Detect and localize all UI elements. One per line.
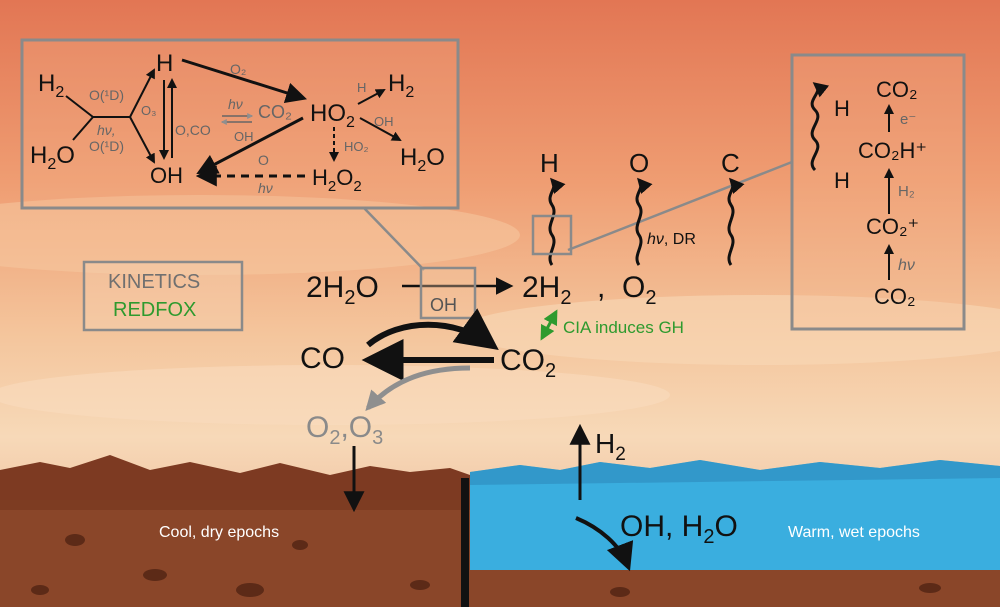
h2-right-species: H2 [388, 70, 414, 101]
h2o2-species: H2O2 [312, 165, 362, 195]
cia-double-arrow [540, 309, 558, 341]
two-h2o-label: 2H2O [306, 271, 379, 309]
dry-ground-edge [0, 500, 470, 510]
co2-label: CO2 [500, 344, 556, 382]
hv-mid-label: hν [228, 96, 243, 112]
o2-label: O2 [622, 271, 656, 309]
h2-reactant-label: H₂ [898, 183, 915, 200]
comma-separator: , [597, 271, 605, 304]
cloud-band [0, 195, 520, 275]
rock [410, 580, 430, 590]
link-line [72, 116, 94, 141]
h2-label: H2 [38, 70, 64, 101]
h2-outgassing-label: H2 [595, 428, 626, 465]
o1d-bottom-label: O(¹D) [89, 138, 124, 154]
h2o-label: H2O [30, 142, 75, 173]
cool-dry-label: Cool, dry epochs [159, 524, 279, 541]
ho2-species: HO2 [310, 100, 355, 131]
h-escape-zoom-box [531, 214, 573, 256]
c-escape-label: C [721, 148, 740, 178]
o-small-label: O [258, 152, 269, 168]
rock [143, 569, 167, 581]
arrow-ho2-to-oh [196, 116, 304, 174]
inset-connector [363, 207, 425, 271]
escape-wiggle-arrow [810, 82, 830, 172]
co2-mid-label: CO₂ [258, 102, 292, 122]
hv-right-label: hν [898, 257, 915, 274]
arrow-to-oh [129, 116, 155, 164]
epoch-divider [461, 478, 469, 607]
hv-left-label: hν, [97, 122, 116, 138]
co2-bottom: CO₂ [874, 284, 916, 309]
h-escape-wiggle [548, 177, 566, 266]
co2-plus: CO₂⁺ [866, 214, 919, 239]
warm-wet-label: Warm, wet epochs [788, 524, 920, 541]
cia-label: CIA induces GH [563, 318, 684, 337]
rock [919, 583, 941, 593]
inset-connector [567, 160, 793, 252]
hv-dr-label: hν, DR [647, 231, 696, 248]
o1d-top-label: O(¹D) [89, 87, 124, 103]
hv-bottom-label: hν [258, 180, 273, 196]
o2-label: O₂ [230, 61, 246, 77]
cloud-band [0, 365, 670, 425]
arrow-into-ocean [575, 516, 634, 572]
arrow-ho2-to-h2 [357, 89, 386, 105]
ocean-wave-crest [470, 460, 1000, 485]
arrow-to-h [129, 68, 155, 118]
oco-label: O,CO [175, 122, 211, 138]
arrow-to-o2o3 [365, 365, 471, 411]
legend-kinetics: KINETICS [108, 271, 200, 293]
oh-small-label: OH [234, 129, 254, 144]
rock [236, 583, 264, 597]
arrow-co-to-co2 [366, 308, 499, 350]
ho2-small-label: HO₂ [344, 139, 369, 154]
oh-h2o-label: OH, H2O [620, 510, 738, 548]
o2-o3-label: O2,O3 [306, 411, 383, 449]
legend-redfox: REDFOX [113, 299, 196, 321]
rock [31, 585, 49, 595]
h-escape-top: H [834, 96, 850, 121]
h-small-label: H [357, 80, 366, 95]
c-escape-wiggle [727, 177, 745, 266]
reaction-inset-right [790, 53, 966, 331]
co2h-plus: CO₂H⁺ [858, 138, 927, 163]
electron-label: e⁻ [900, 111, 916, 128]
h-species: H [156, 50, 173, 77]
h-escape-bottom: H [834, 168, 850, 193]
o3-label: O₃ [141, 103, 156, 118]
dry-ground [0, 500, 470, 607]
co2-top: CO₂ [876, 77, 918, 102]
rock [292, 540, 308, 550]
cloud-band [460, 295, 1000, 365]
co-label: CO [300, 342, 345, 375]
arrow-ho2-to-h2o [359, 117, 402, 141]
h2o-right-species: H2O [400, 144, 445, 175]
reaction-inset-left [20, 38, 460, 210]
link-line [65, 95, 94, 118]
ocean-water [470, 460, 1000, 570]
o-escape-wiggle [635, 177, 653, 266]
two-h2-label: 2H2 [522, 271, 571, 309]
h-escape-label: H [540, 148, 559, 178]
wet-seabed [470, 570, 1000, 607]
oh-species: OH [150, 163, 183, 188]
rock [65, 534, 85, 546]
oh-box-label: OH [430, 295, 457, 315]
oh-right-small-label: OH [374, 114, 394, 129]
o-escape-label: O [629, 148, 649, 178]
rock [610, 587, 630, 597]
model-legend-box [82, 260, 244, 332]
arrow-h-to-ho2 [181, 58, 308, 103]
